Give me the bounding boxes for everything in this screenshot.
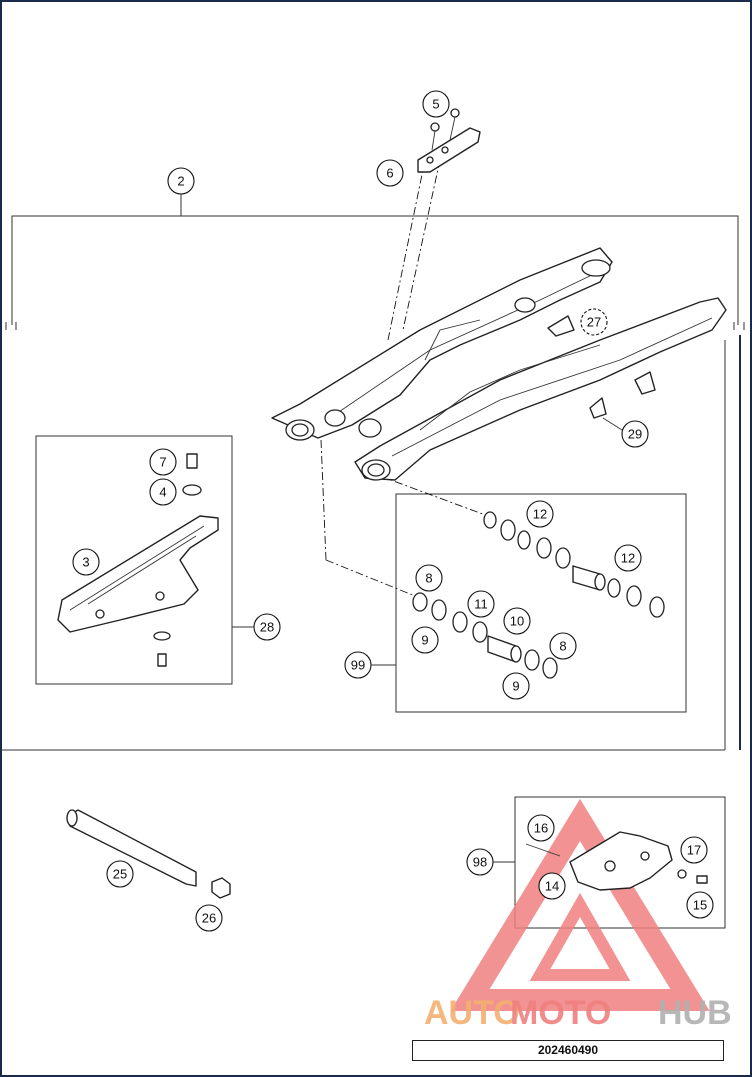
callout-17: 17: [680, 836, 708, 864]
svg-text:8: 8: [559, 639, 566, 654]
svg-text:17: 17: [687, 843, 701, 858]
callout-8a: 8: [415, 564, 443, 592]
watermark-logo: [450, 798, 710, 1011]
assembly-leader-lines: [320, 159, 489, 599]
swingarm-group-bracket: [0, 194, 745, 751]
callout-25: 25: [106, 860, 134, 888]
callout-29: 29: [621, 420, 649, 448]
svg-text:9: 9: [421, 633, 428, 648]
svg-text:98: 98: [473, 855, 487, 870]
callout-26: 26: [195, 904, 223, 932]
bearing-kit-parts: [412, 511, 665, 679]
chain-guide: [525, 831, 708, 891]
svg-text:8: 8: [425, 571, 432, 586]
svg-text:HUB: HUB: [658, 994, 732, 1032]
svg-text:11: 11: [474, 597, 488, 612]
rear-axle: [66, 809, 231, 899]
svg-text:MOTO: MOTO: [510, 994, 611, 1032]
callout-2: 2: [167, 167, 195, 195]
callout-4: 4: [149, 478, 177, 506]
svg-text:16: 16: [534, 821, 548, 836]
chain-guard-plate: [417, 108, 481, 173]
callout-16: 16: [527, 814, 555, 842]
chain-guide-group-box: [514, 796, 726, 929]
callout-12a: 12: [526, 500, 554, 528]
svg-text:99: 99: [351, 658, 365, 673]
svg-text:9: 9: [512, 679, 519, 694]
callout-11: 11: [467, 590, 495, 618]
clip-part: [547, 315, 575, 337]
callout-28: 28: [253, 613, 281, 641]
svg-text:12: 12: [533, 507, 547, 522]
svg-text:5: 5: [432, 97, 439, 112]
callout-99: 99: [344, 651, 372, 679]
callout-5: 5: [422, 90, 450, 118]
chain-slider-group-box: [35, 435, 233, 685]
svg-text:28: 28: [260, 620, 274, 635]
svg-text:3: 3: [82, 555, 89, 570]
svg-text:6: 6: [386, 166, 393, 181]
callout-27: 27: [580, 308, 608, 336]
callout-14: 14: [538, 872, 566, 900]
callout-8b: 8: [549, 632, 577, 660]
svg-text:2: 2: [177, 174, 184, 189]
callout-12b: 12: [614, 544, 642, 572]
callout-10: 10: [503, 607, 531, 635]
bearing-kit-group-box: [395, 493, 687, 713]
svg-text:15: 15: [693, 898, 707, 913]
svg-text:4: 4: [159, 485, 166, 500]
chain-slider: [57, 453, 219, 667]
svg-text:AUTO: AUTO: [424, 994, 520, 1032]
svg-text:12: 12: [621, 551, 635, 566]
callout-9a: 9: [411, 626, 439, 654]
svg-text:25: 25: [113, 867, 127, 882]
callout-9b: 9: [502, 672, 530, 700]
svg-text:10: 10: [510, 614, 524, 629]
watermark-text: AUTO MOTO HUB: [424, 994, 732, 1032]
callout-3: 3: [72, 548, 100, 576]
svg-text:14: 14: [545, 879, 559, 894]
document-number: 202460490: [412, 1040, 724, 1061]
swingarm: [271, 247, 727, 481]
svg-text:27: 27: [587, 315, 601, 330]
svg-text:29: 29: [628, 427, 642, 442]
callout-98: 98: [466, 848, 494, 876]
callout-15: 15: [686, 891, 714, 919]
callout-6: 6: [376, 159, 404, 187]
svg-text:26: 26: [202, 911, 216, 926]
callout-7: 7: [149, 448, 177, 476]
svg-text:7: 7: [159, 455, 166, 470]
